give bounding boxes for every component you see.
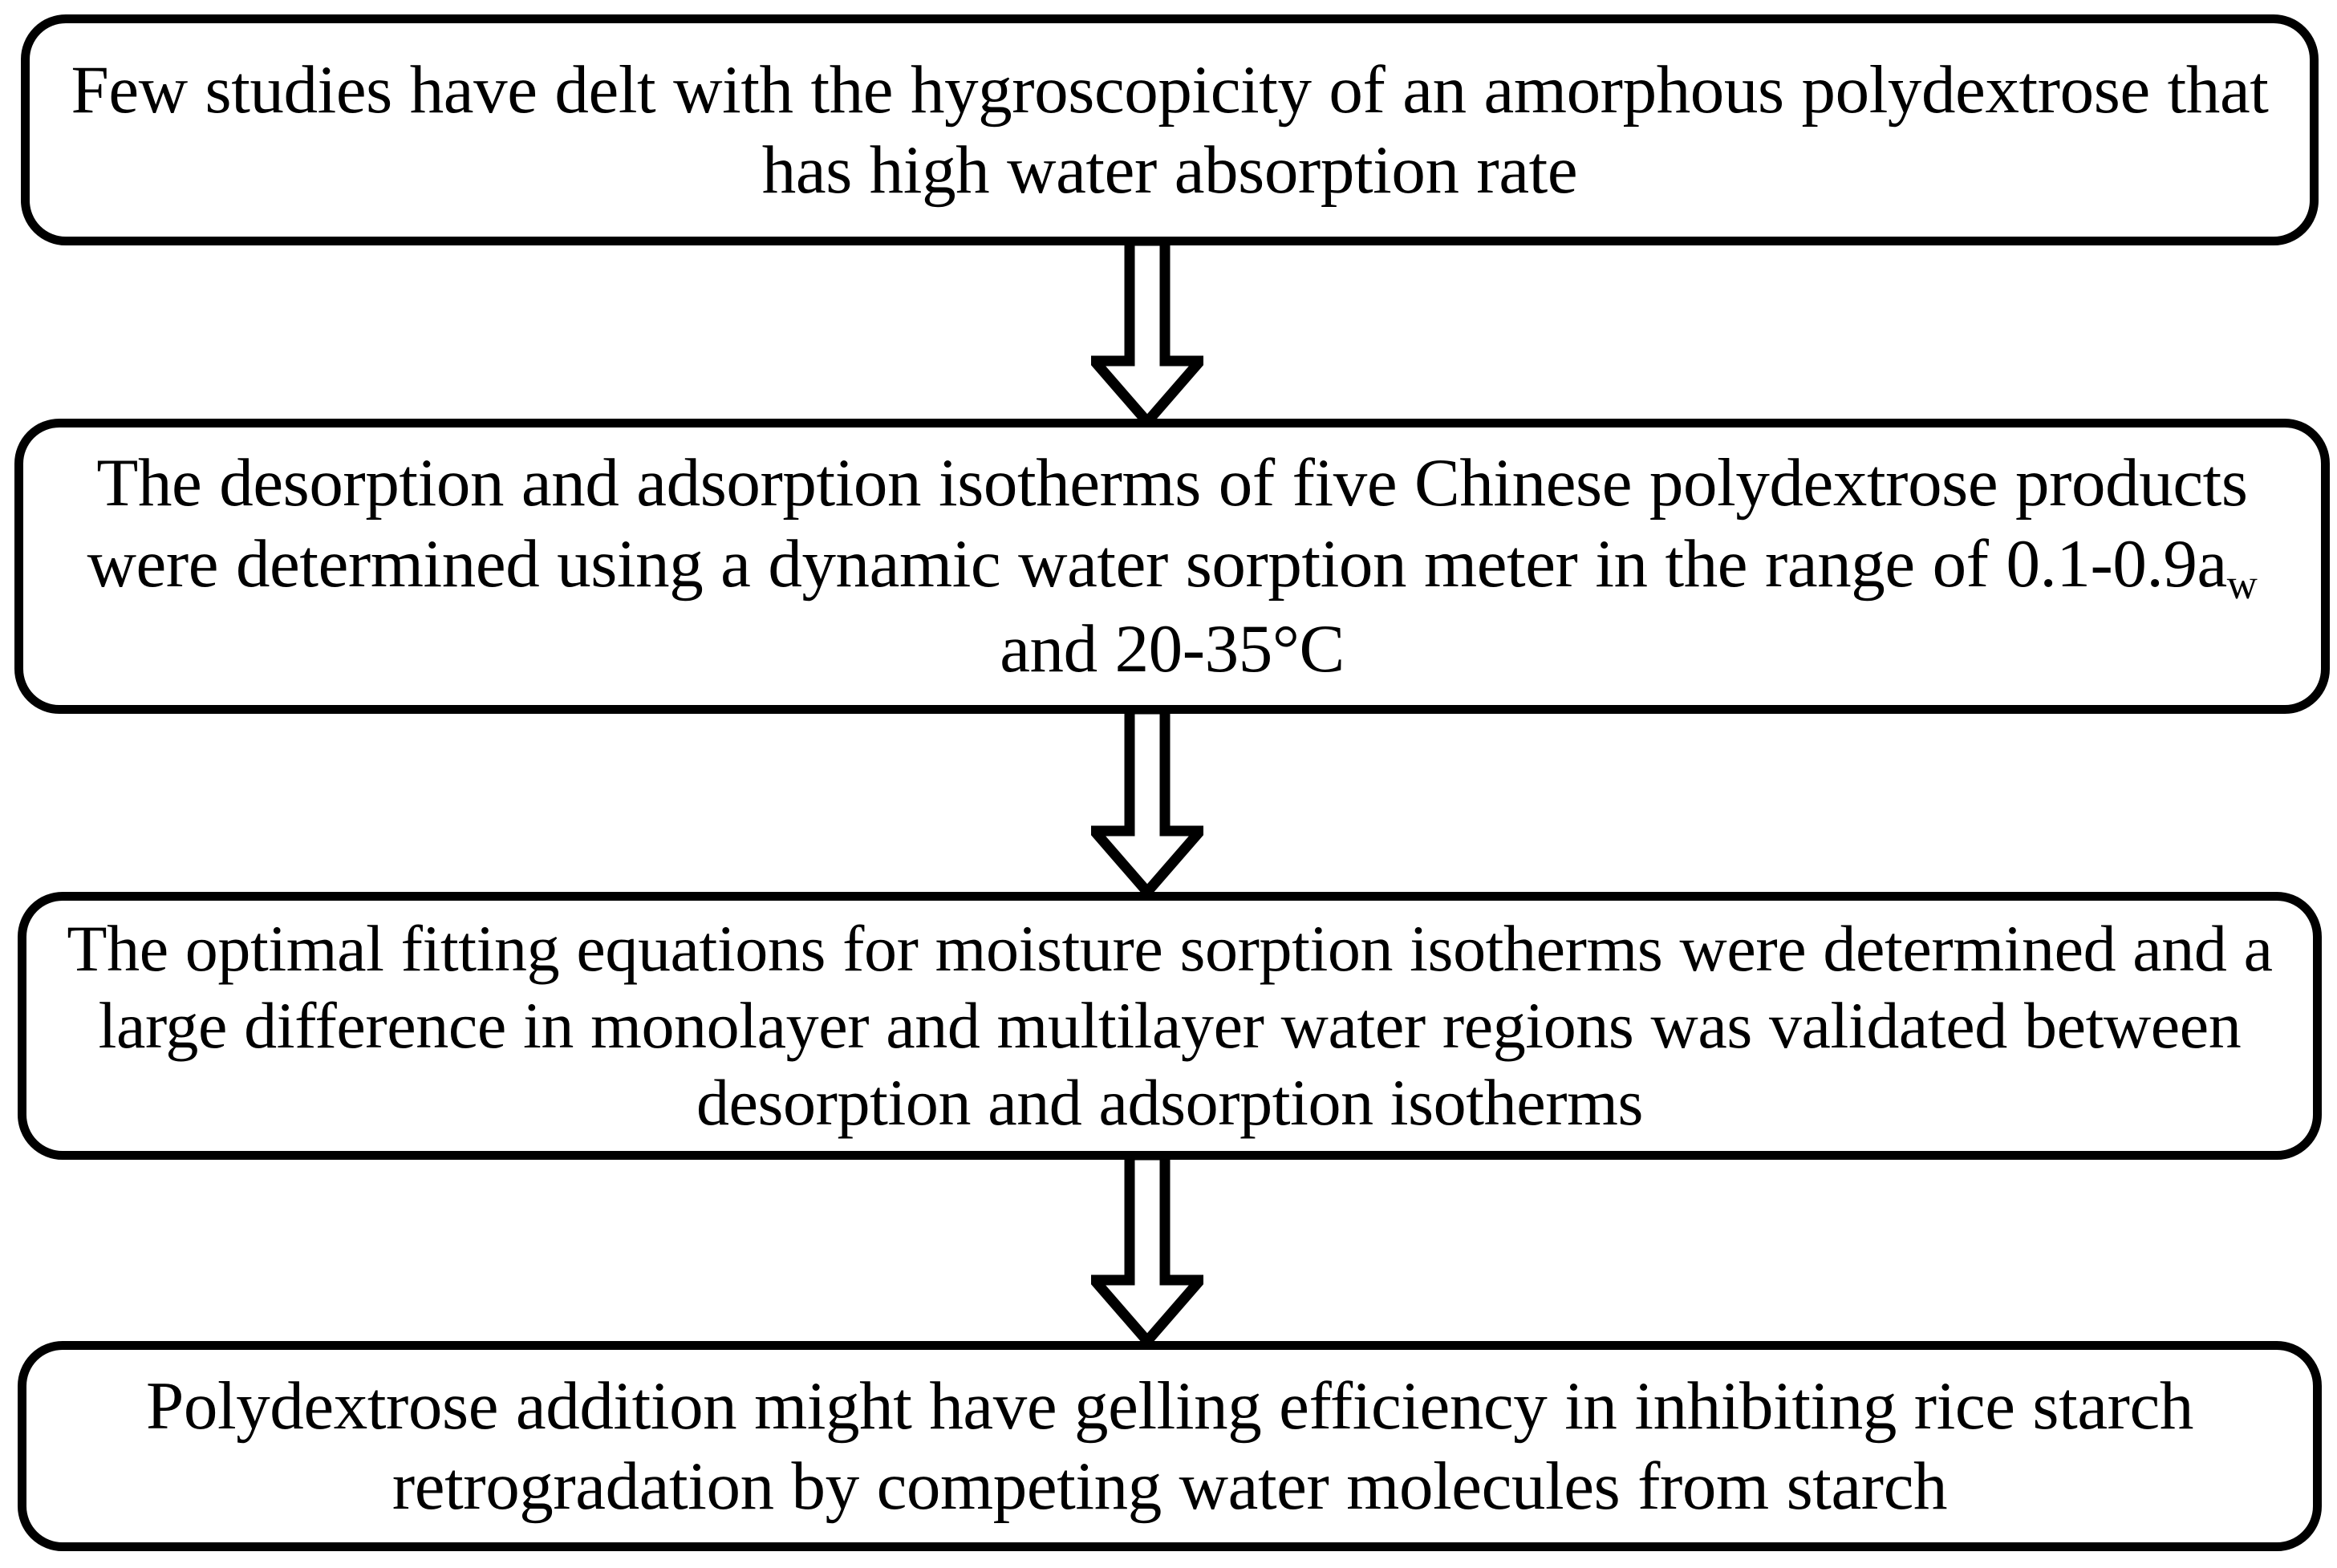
flowchart-node-3-text: The optimal fitting equations for moistu… (67, 912, 2273, 1139)
flowchart-node-4: Polydextrose addition might have gelling… (18, 1341, 2322, 1551)
flowchart-node-2: The desorption and adsorption isotherms … (14, 419, 2330, 714)
flowchart-node-2-text-part-2: and 20-35°C (1000, 611, 1345, 687)
down-block-arrow-icon (1091, 1155, 1203, 1344)
flowchart-node-3: The optimal fitting equations for moistu… (18, 892, 2322, 1160)
down-block-arrow-icon (1091, 241, 1203, 425)
flowchart-node-2-subscript: w (2226, 561, 2258, 608)
flowchart-node-4-text: Polydextrose addition might have gelling… (146, 1367, 2193, 1524)
down-block-arrow-icon (1091, 709, 1203, 895)
flowchart-node-1-text: Few studies have delt with the hygroscop… (71, 51, 2269, 208)
flowchart-node-2-text: The desorption and adsorption isotherms … (41, 443, 2303, 690)
flowchart-node-2-text-part-1: The desorption and adsorption isotherms … (87, 445, 2248, 602)
flowchart-node-1: Few studies have delt with the hygroscop… (21, 14, 2319, 245)
